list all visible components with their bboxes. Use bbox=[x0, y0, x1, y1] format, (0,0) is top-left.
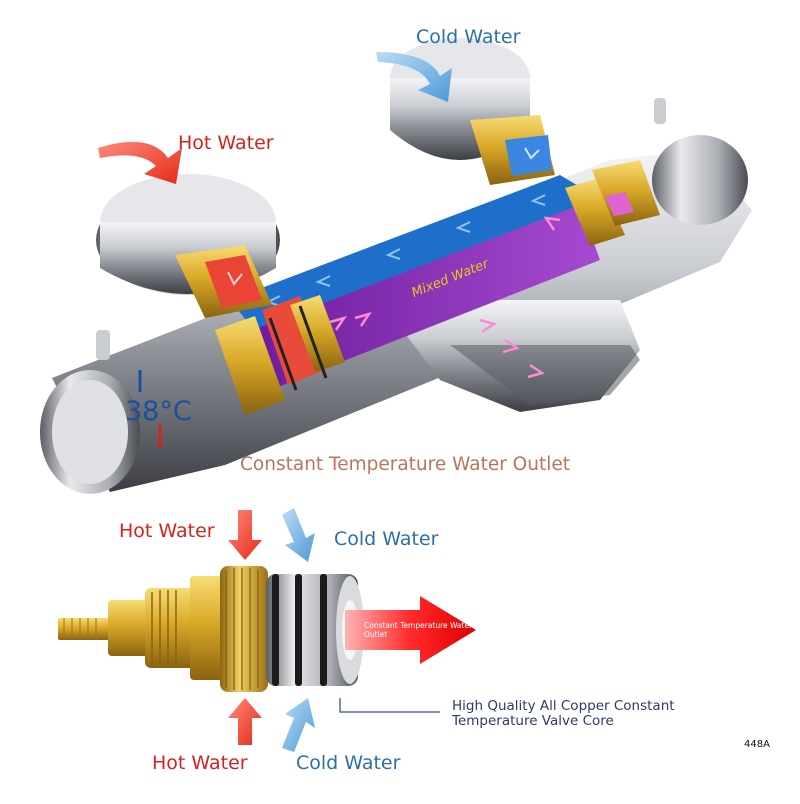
arrow-outlet-label: Constant Temperature Water Outlet bbox=[364, 621, 473, 639]
mixed-flow-arrows bbox=[329, 216, 561, 379]
model-code: 448A bbox=[744, 739, 770, 750]
hot-water-label-lower: Hot Water bbox=[152, 752, 248, 774]
outlet-caption: Constant Temperature Water Outlet bbox=[240, 454, 571, 475]
hot-arrow-icon bbox=[228, 698, 262, 745]
right-cartridge bbox=[565, 160, 660, 246]
cold-water-label-lower: Cold Water bbox=[296, 752, 401, 774]
core-pointer bbox=[339, 698, 440, 713]
hot-arrow-icon bbox=[98, 141, 182, 184]
temperature-label: 38°C bbox=[125, 396, 192, 427]
hot-arrow-icon bbox=[228, 510, 262, 560]
cold-arrow-icon bbox=[376, 52, 452, 102]
cold-arrow-icon bbox=[282, 508, 315, 562]
cold-water-handle bbox=[390, 38, 555, 185]
core-description-line1: High Quality All Copper Constant bbox=[452, 698, 675, 714]
hot-water-handle bbox=[96, 174, 280, 318]
temperature-dial bbox=[138, 370, 162, 448]
hot-water-label-upper: Hot Water bbox=[119, 520, 215, 542]
outlet-arrow-icon bbox=[345, 596, 476, 664]
cold-water-label-top: Cold Water bbox=[416, 26, 521, 48]
left-cartridge bbox=[215, 295, 345, 415]
cold-arrow-icon bbox=[282, 698, 315, 752]
valve-core bbox=[58, 566, 364, 692]
core-description: High Quality All Copper Constant Tempera… bbox=[452, 699, 692, 729]
core-description-line2: Temperature Valve Core bbox=[452, 713, 614, 729]
cold-water-label-upper: Cold Water bbox=[334, 528, 439, 550]
cold-flow-arrows bbox=[265, 194, 546, 307]
hot-water-label-top: Hot Water bbox=[178, 132, 274, 154]
